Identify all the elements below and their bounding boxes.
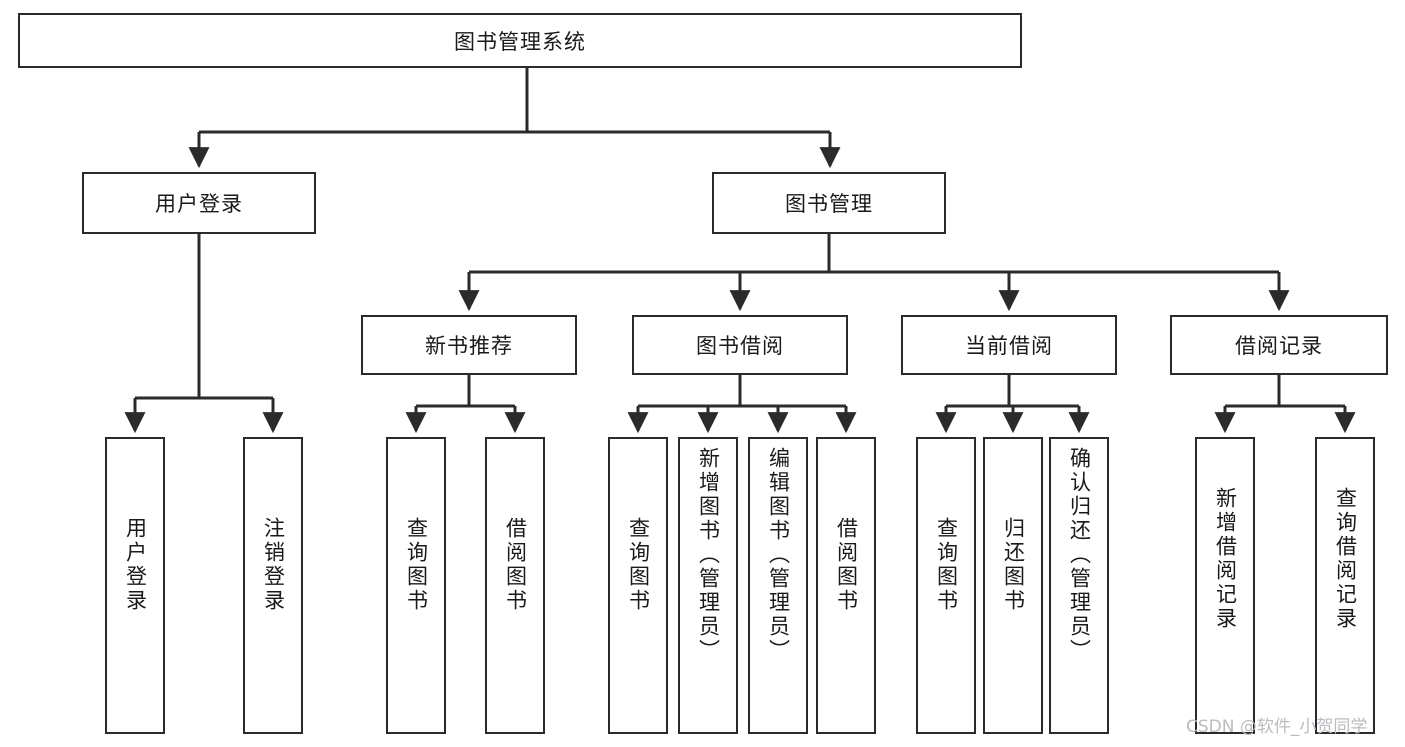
node-leaf-user-login-label: 用户登录: [123, 517, 148, 613]
node-book-manage[interactable]: 图书管理: [712, 172, 946, 234]
node-leaf-borrow-book-2[interactable]: 借阅图书: [816, 437, 876, 734]
node-user-login-label: 用户登录: [155, 192, 243, 216]
node-book-borrow[interactable]: 图书借阅: [632, 315, 848, 375]
node-leaf-edit-book-label: 编辑图书（管理员）: [766, 447, 791, 663]
node-leaf-return-book-label: 归还图书: [1001, 517, 1026, 613]
node-leaf-edit-book[interactable]: 编辑图书（管理员）: [748, 437, 808, 734]
node-leaf-borrow-book-1[interactable]: 借阅图书: [485, 437, 545, 734]
node-current-borrow[interactable]: 当前借阅: [901, 315, 1117, 375]
node-borrow-record-label: 借阅记录: [1235, 334, 1323, 358]
node-user-login[interactable]: 用户登录: [82, 172, 316, 234]
node-leaf-query-book-3-label: 查询图书: [934, 517, 959, 613]
node-new-book-rec[interactable]: 新书推荐: [361, 315, 577, 375]
node-leaf-add-record[interactable]: 新增借阅记录: [1195, 437, 1255, 734]
node-new-book-rec-label: 新书推荐: [425, 334, 513, 358]
node-leaf-user-logout[interactable]: 注销登录: [243, 437, 303, 734]
node-leaf-user-logout-label: 注销登录: [261, 517, 286, 613]
node-leaf-add-book[interactable]: 新增图书（管理员）: [678, 437, 738, 734]
node-leaf-add-record-label: 新增借阅记录: [1213, 487, 1238, 631]
node-borrow-record[interactable]: 借阅记录: [1170, 315, 1388, 375]
node-book-manage-label: 图书管理: [785, 192, 873, 216]
node-root-label: 图书管理系统: [454, 29, 586, 54]
node-leaf-query-record[interactable]: 查询借阅记录: [1315, 437, 1375, 734]
node-root[interactable]: 图书管理系统: [18, 13, 1022, 68]
node-current-borrow-label: 当前借阅: [965, 334, 1053, 358]
node-leaf-query-book-1[interactable]: 查询图书: [386, 437, 446, 734]
node-leaf-query-book-2-label: 查询图书: [626, 517, 651, 613]
node-leaf-add-book-label: 新增图书（管理员）: [696, 447, 721, 663]
node-leaf-return-book[interactable]: 归还图书: [983, 437, 1043, 734]
node-leaf-query-book-1-label: 查询图书: [404, 517, 429, 613]
node-leaf-borrow-book-2-label: 借阅图书: [834, 517, 859, 613]
node-leaf-borrow-book-1-label: 借阅图书: [503, 517, 528, 613]
node-leaf-query-book-2[interactable]: 查询图书: [608, 437, 668, 734]
watermark: CSDN @软件_小贺同学: [1186, 717, 1368, 737]
node-book-borrow-label: 图书借阅: [696, 334, 784, 358]
node-leaf-confirm-return[interactable]: 确认归还（管理员）: [1049, 437, 1109, 734]
node-leaf-confirm-return-label: 确认归还（管理员）: [1067, 447, 1092, 663]
node-leaf-query-book-3[interactable]: 查询图书: [916, 437, 976, 734]
node-leaf-query-record-label: 查询借阅记录: [1333, 487, 1358, 631]
node-leaf-user-login[interactable]: 用户登录: [105, 437, 165, 734]
